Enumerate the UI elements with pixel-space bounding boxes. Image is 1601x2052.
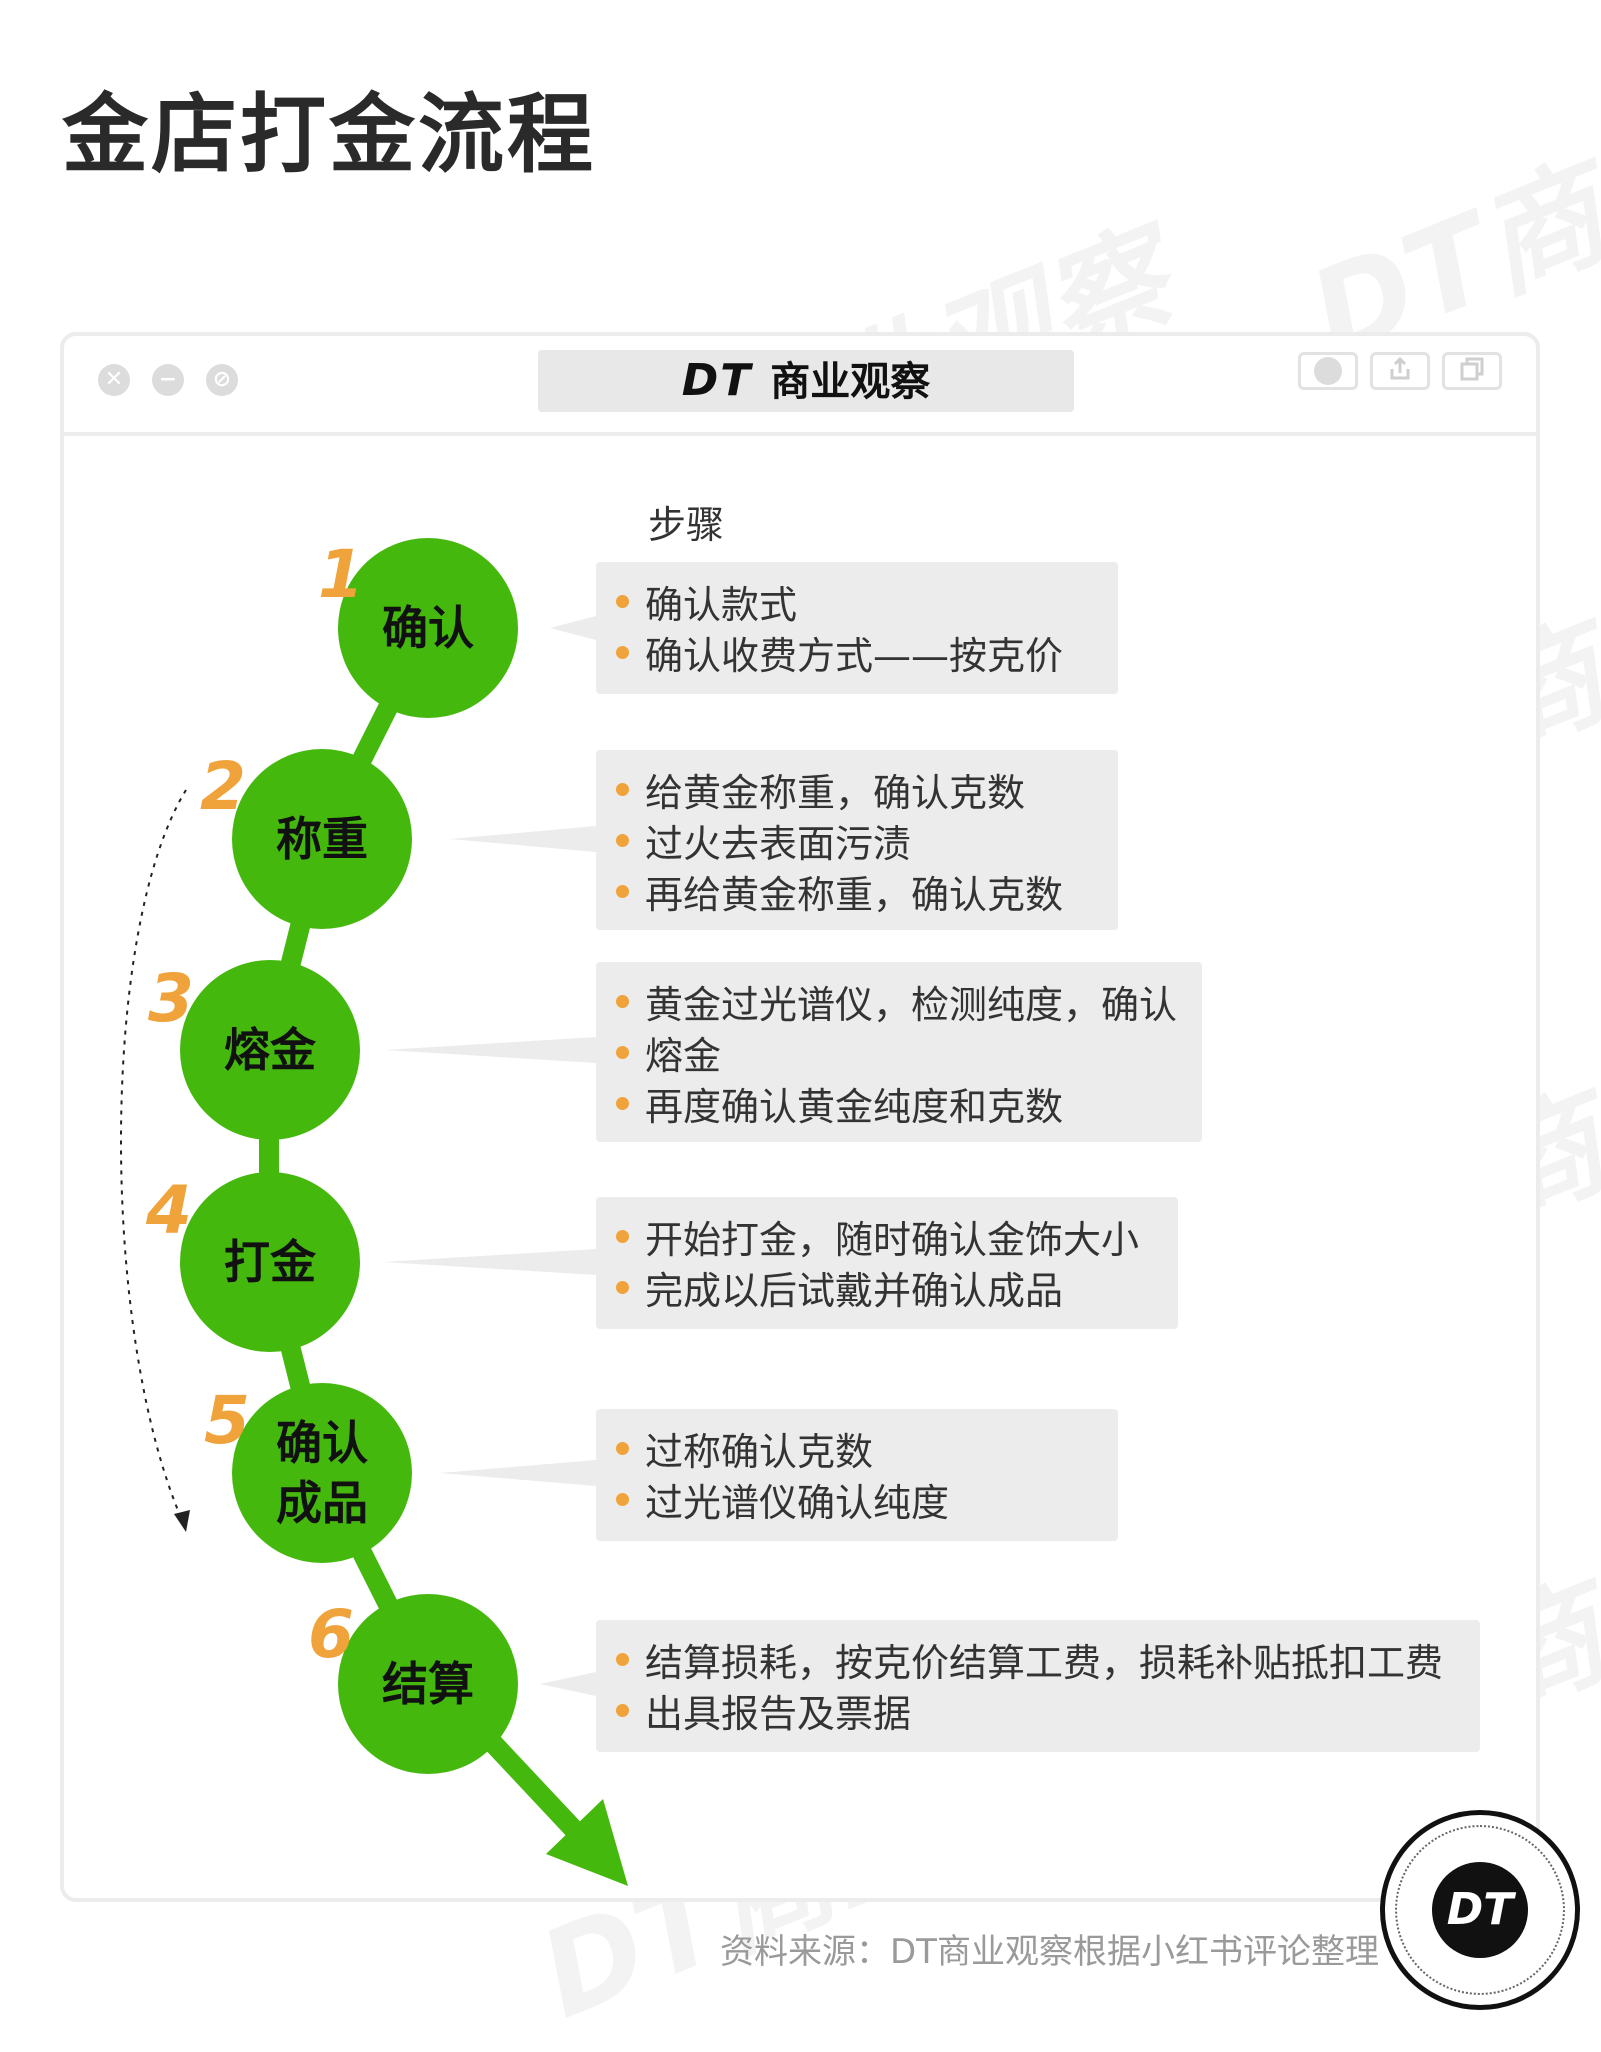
bullet-icon (616, 1653, 629, 1666)
step-item-text: 黄金过光谱仪，检测纯度，确认 (645, 983, 1178, 1027)
brand-mark: DT (681, 355, 753, 406)
logo-ring (1395, 1825, 1565, 1995)
step-item-text: 再给黄金称重，确认克数 (645, 873, 1064, 917)
bullet-icon (616, 1281, 629, 1294)
step-item-text: 确认款式 (645, 583, 798, 627)
step-name: 称重 (276, 812, 368, 866)
step-circle-4: 打金 (180, 1172, 360, 1352)
step-item-text: 过火去表面污渍 (645, 822, 912, 866)
list-item: 过光谱仪确认纯度 (616, 1474, 1098, 1525)
record-icon (1314, 357, 1342, 385)
bullet-icon (616, 646, 629, 659)
duplicate-button[interactable] (1442, 352, 1502, 390)
list-item: 再度确认黄金纯度和克数 (616, 1078, 1182, 1129)
step-name: 确认成品 (276, 1416, 368, 1530)
step-circle-1: 确认 (338, 538, 518, 718)
column-header: 步骤 (648, 503, 725, 547)
step-number-6: 6 (308, 1596, 354, 1673)
bullet-icon (616, 1493, 629, 1506)
list-item: 确认款式 (616, 576, 1098, 627)
list-item: 开始打金，随时确认金饰大小 (616, 1211, 1158, 1262)
step-box-6: 结算损耗，按克价结算工费，损耗补贴抵扣工费 出具报告及票据 (596, 1620, 1480, 1752)
bullet-icon (616, 783, 629, 796)
step-item-text: 过光谱仪确认纯度 (645, 1481, 950, 1525)
record-button[interactable] (1298, 352, 1358, 390)
step-item-text: 过称确认克数 (645, 1430, 874, 1474)
step-box-1: 确认款式 确认收费方式——按克价 (596, 562, 1118, 694)
step-item-text: 开始打金，随时确认金饰大小 (645, 1218, 1140, 1262)
step-item-text: 再度确认黄金纯度和克数 (645, 1085, 1064, 1129)
brand-name: 商业观察 (770, 359, 931, 405)
step-item-text: 出具报告及票据 (645, 1692, 912, 1736)
logo-mark: DT (1432, 1862, 1528, 1958)
step-name: 确认 (382, 601, 474, 655)
step-item-text: 确认收费方式——按克价 (645, 634, 1064, 678)
step-number-1: 1 (318, 536, 364, 613)
step-box-4: 开始打金，随时确认金饰大小 完成以后试戴并确认成品 (596, 1197, 1178, 1329)
step-item-text: 熔金 (645, 1034, 722, 1078)
bullet-icon (616, 1046, 629, 1059)
list-item: 过火去表面污渍 (616, 815, 1098, 866)
bullet-icon (616, 885, 629, 898)
step-item-text: 完成以后试戴并确认成品 (645, 1269, 1064, 1313)
bullet-icon (616, 1704, 629, 1717)
step-number-4: 4 (146, 1172, 192, 1249)
step-item-text: 给黄金称重，确认克数 (645, 771, 1026, 815)
list-item: 确认收费方式——按克价 (616, 627, 1098, 678)
list-item: 熔金 (616, 1027, 1182, 1078)
minimize-icon[interactable]: − (152, 364, 184, 396)
step-circle-2: 称重 (232, 749, 412, 929)
close-icon[interactable]: ✕ (98, 364, 130, 396)
step-circle-5: 确认成品 (232, 1383, 412, 1563)
step-name: 结算 (382, 1657, 474, 1711)
step-circle-6: 结算 (338, 1594, 518, 1774)
brand-logo: DT (1380, 1810, 1580, 2010)
share-icon (1387, 356, 1413, 386)
bullet-icon (616, 995, 629, 1008)
step-box-3: 黄金过光谱仪，检测纯度，确认 熔金 再度确认黄金纯度和克数 (596, 962, 1202, 1142)
step-box-2: 给黄金称重，确认克数 过火去表面污渍 再给黄金称重，确认克数 (596, 750, 1118, 930)
step-circle-3: 熔金 (180, 960, 360, 1140)
bullet-icon (616, 1097, 629, 1110)
list-item: 黄金过光谱仪，检测纯度，确认 (616, 976, 1182, 1027)
share-button[interactable] (1370, 352, 1430, 390)
duplicate-icon (1459, 356, 1485, 386)
bullet-icon (616, 834, 629, 847)
list-item: 再给黄金称重，确认克数 (616, 866, 1098, 917)
list-item: 过称确认克数 (616, 1423, 1098, 1474)
step-number-3: 3 (148, 960, 194, 1037)
list-item: 结算损耗，按克价结算工费，损耗补贴抵扣工费 (616, 1634, 1460, 1685)
list-item: 出具报告及票据 (616, 1685, 1460, 1736)
bullet-icon (616, 595, 629, 608)
step-box-5: 过称确认克数 过光谱仪确认纯度 (596, 1409, 1118, 1541)
block-icon[interactable]: ⊘ (206, 364, 238, 396)
bullet-icon (616, 1230, 629, 1243)
step-number-5: 5 (204, 1382, 250, 1459)
step-number-2: 2 (200, 748, 246, 825)
brand-bar: DT 商业观察 (538, 350, 1074, 412)
page-title: 金店打金流程 (62, 85, 596, 185)
window-titlebar: ✕ − ⊘ DT 商业观察 (64, 336, 1536, 436)
list-item: 完成以后试戴并确认成品 (616, 1262, 1158, 1313)
step-item-text: 结算损耗，按克价结算工费，损耗补贴抵扣工费 (645, 1641, 1444, 1685)
step-name: 打金 (224, 1235, 316, 1289)
step-name: 熔金 (224, 1023, 316, 1077)
bullet-icon (616, 1442, 629, 1455)
source-note: 资料来源：DT商业观察根据小红书评论整理 (720, 1932, 1379, 1972)
list-item: 给黄金称重，确认克数 (616, 764, 1098, 815)
